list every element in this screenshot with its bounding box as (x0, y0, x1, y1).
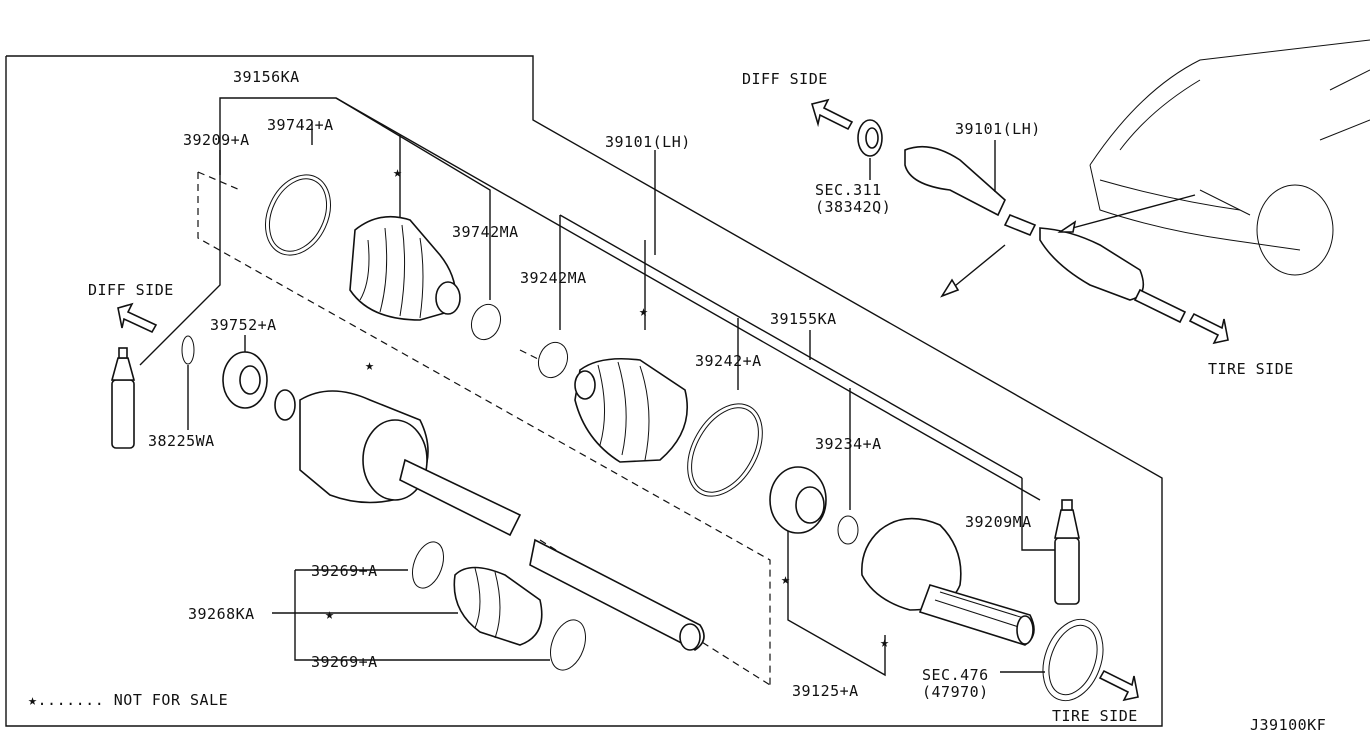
label-39269A-bottom: 39269+A (311, 653, 378, 671)
label-sec476-sub: (47970) (922, 683, 989, 701)
label-39268KA: 39268KA (188, 605, 255, 623)
boot-kit-39268KA (453, 566, 543, 646)
inset-vehicle (1089, 39, 1370, 276)
label-tire-side-right: TIRE SIDE (1208, 360, 1294, 378)
star-marker: ★ (393, 163, 403, 181)
star-marker: ★ (781, 570, 791, 588)
band-39269A-top (411, 541, 445, 589)
diagram-code: J39100KF (1250, 716, 1326, 734)
boot-band-39742A (265, 174, 331, 256)
boot-band-39242A (687, 403, 763, 497)
label-39234A: 39234+A (815, 435, 882, 453)
grease-tube-right (1054, 499, 1080, 605)
band-39269A-bottom (550, 619, 586, 671)
label-39742MA: 39742MA (452, 223, 519, 241)
label-39125A: 39125+A (792, 682, 859, 700)
arrow-diff-side-top (810, 98, 854, 131)
grease-tube-left (110, 347, 136, 449)
star-marker: ★ (365, 356, 375, 374)
outer-joint-housing (861, 517, 1035, 646)
drive-shaft (529, 538, 705, 651)
inset-shaft (857, 119, 1187, 324)
abs-ring-sec476 (1042, 618, 1104, 702)
arrow-tire-side-bottom (1098, 669, 1139, 702)
boot-band-39242MA (537, 341, 569, 379)
label-diff-side-left: DIFF SIDE (88, 281, 174, 299)
star-marker: ★ (639, 302, 649, 320)
inner-joint-housing (274, 389, 522, 537)
label-39156KA: 39156KA (233, 68, 300, 86)
label-39209MA: 39209MA (965, 513, 1032, 531)
label-38225WA: 38225WA (148, 432, 215, 450)
label-tire-side-bottom: TIRE SIDE (1052, 707, 1138, 725)
label-39269A-top: 39269+A (311, 562, 378, 580)
snap-ring-38225WA (181, 335, 195, 365)
label-diff-side-top: DIFF SIDE (742, 70, 828, 88)
label-sec311-sub: (38342Q) (815, 198, 891, 216)
legend-not-for-sale: ★....... NOT FOR SALE (28, 691, 228, 709)
label-sec311: SEC.311 (815, 181, 882, 199)
label-39752A: 39752+A (210, 316, 277, 334)
label-39209A: 39209+A (183, 131, 250, 149)
seal-39752A (222, 351, 268, 409)
ball-cage (769, 466, 827, 534)
label-inset-39101LH: 39101(LH) (955, 120, 1041, 138)
assembly-frame (5, 55, 1163, 727)
label-sec476: SEC.476 (922, 666, 989, 684)
label-39242MA: 39242MA (520, 269, 587, 287)
star-marker: ★ (880, 633, 890, 651)
boot-band-39742MA (470, 303, 502, 341)
inner-dashed-box (197, 172, 771, 685)
boot-tire-side (574, 357, 688, 463)
arrow-diff-side-left (117, 302, 158, 334)
label-39101LH: 39101(LH) (605, 133, 691, 151)
arrow-tire-side-right (1188, 312, 1229, 345)
label-39155KA: 39155KA (770, 310, 837, 328)
circlip-39234A (837, 515, 859, 545)
label-39242A: 39242+A (695, 352, 762, 370)
star-marker: ★ (325, 605, 335, 623)
inset-pointer-arrow (1064, 194, 1196, 231)
boot-diff-side (349, 215, 461, 321)
label-39742A: 39742+A (267, 116, 334, 134)
